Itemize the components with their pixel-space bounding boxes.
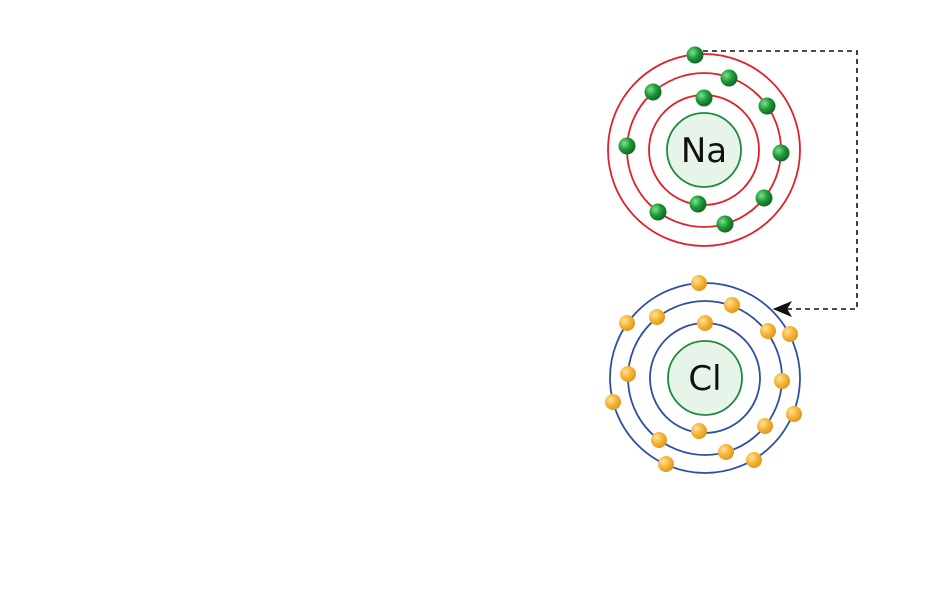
chlorine-atom: Cl bbox=[605, 275, 802, 474]
sodium-atom: Na bbox=[607, 46, 801, 247]
chlorine-electron bbox=[786, 406, 802, 422]
sodium-electron bbox=[644, 83, 662, 101]
chlorine-electron bbox=[605, 394, 621, 410]
chlorine-electron bbox=[718, 444, 734, 460]
chlorine-electron bbox=[782, 326, 798, 342]
sodium-electron bbox=[695, 89, 713, 107]
sodium-electron bbox=[720, 69, 738, 87]
chlorine-symbol: Cl bbox=[688, 359, 721, 399]
chlorine-electron bbox=[619, 315, 635, 331]
sodium-electron bbox=[772, 144, 790, 162]
sodium-electron bbox=[755, 189, 773, 207]
chlorine-electron bbox=[697, 315, 713, 331]
chlorine-electron bbox=[691, 423, 707, 439]
sodium-valence-electron bbox=[686, 46, 704, 64]
chlorine-electron bbox=[724, 297, 740, 313]
sodium-electrons bbox=[618, 46, 790, 233]
sodium-electron bbox=[758, 97, 776, 115]
chlorine-nucleus bbox=[667, 340, 743, 416]
chlorine-electron bbox=[760, 323, 776, 339]
sodium-electron bbox=[689, 195, 707, 213]
sodium-electron bbox=[649, 203, 667, 221]
electron-transfer-arrow bbox=[703, 50, 858, 317]
chlorine-electrons bbox=[605, 275, 802, 472]
chlorine-electron bbox=[658, 456, 674, 472]
chlorine-electron bbox=[746, 452, 762, 468]
chlorine-electron bbox=[774, 373, 790, 389]
sodium-shell-3 bbox=[607, 53, 801, 247]
sodium-symbol: Na bbox=[681, 131, 727, 171]
sodium-nucleus bbox=[666, 112, 742, 188]
chlorine-electron bbox=[651, 432, 667, 448]
sodium-electron bbox=[716, 215, 734, 233]
sodium-electron bbox=[618, 137, 636, 155]
chlorine-electron bbox=[620, 366, 636, 382]
chlorine-electron bbox=[649, 309, 665, 325]
chlorine-electron bbox=[691, 275, 707, 291]
chlorine-electron bbox=[757, 418, 773, 434]
